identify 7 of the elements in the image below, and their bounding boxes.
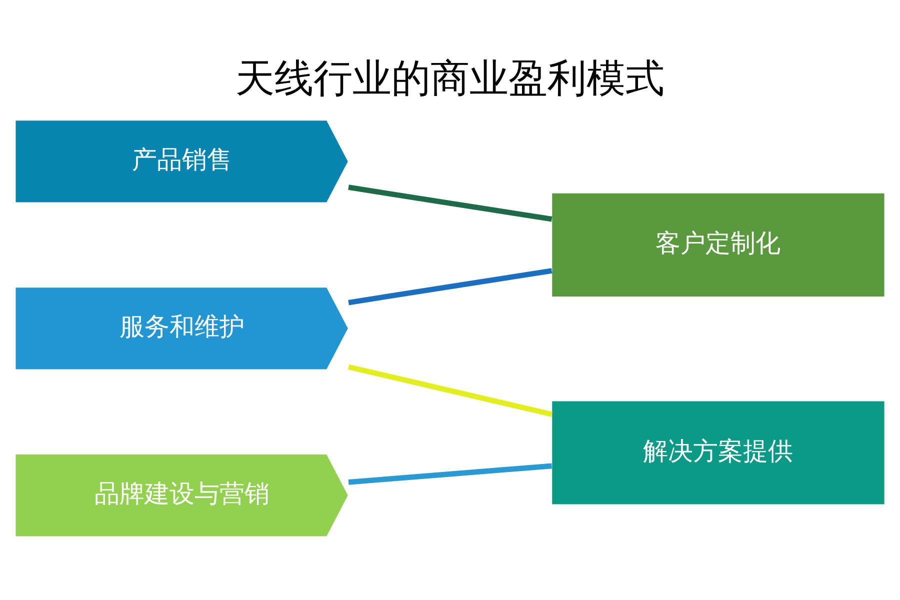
connector [348,184,552,222]
connector [348,268,552,306]
node-box: 解决方案提供 [552,401,884,504]
diagram-title: 天线行业的商业盈利模式 [236,56,664,102]
connector [348,364,552,417]
connector [348,463,552,485]
node-box: 客户定制化 [552,193,884,296]
